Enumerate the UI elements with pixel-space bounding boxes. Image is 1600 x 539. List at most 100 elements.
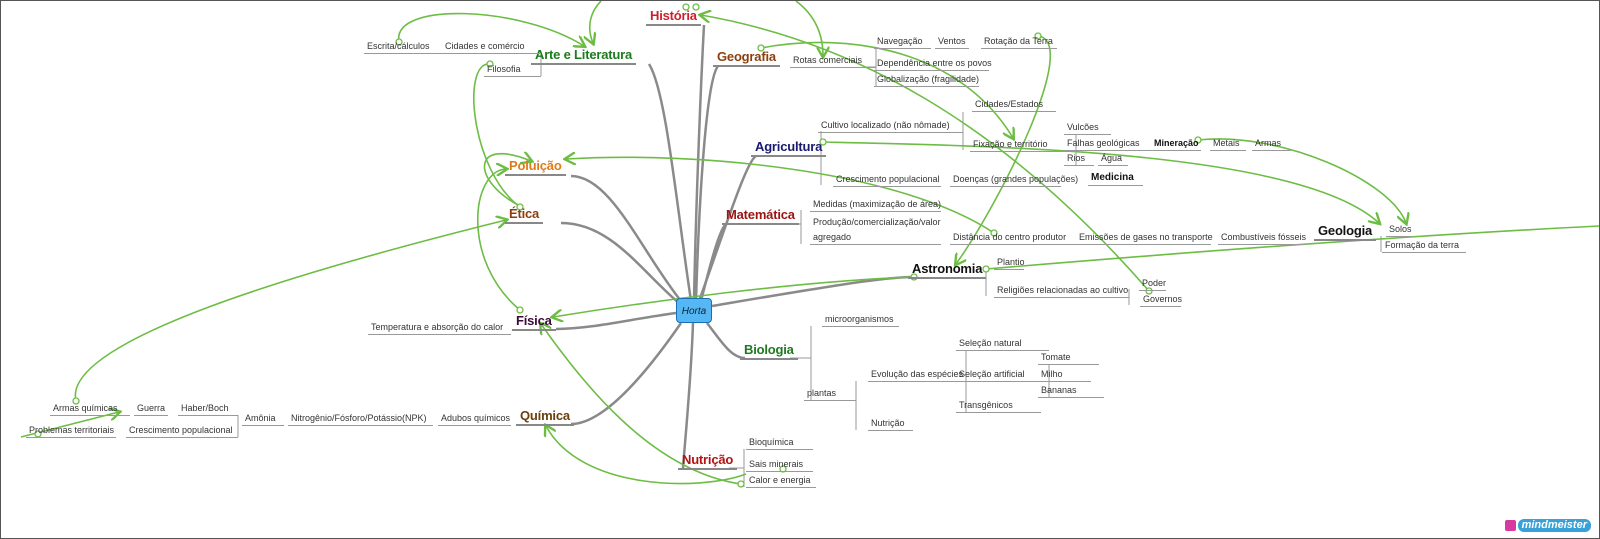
node[interactable]: plantas bbox=[804, 388, 856, 401]
node[interactable]: Cidades/Estados bbox=[972, 99, 1056, 112]
topic-agricultura[interactable]: Agricultura bbox=[751, 139, 827, 157]
node[interactable]: Dependência entre os povos bbox=[874, 58, 992, 71]
topic-arte-literatura[interactable]: Arte e Literatura bbox=[531, 47, 637, 65]
relation-arrow bbox=[822, 141, 1379, 223]
relation-arrow bbox=[590, 1, 602, 43]
relation-arrow bbox=[541, 324, 742, 485]
topic-etica[interactable]: Ética bbox=[505, 206, 544, 224]
node[interactable]: Rios bbox=[1064, 153, 1094, 166]
topic-astronomia[interactable]: Astronomia bbox=[908, 261, 987, 279]
node[interactable]: Cultivo localizado (não nômade) bbox=[818, 120, 963, 133]
node[interactable]: Doenças (grandes populações) bbox=[950, 174, 1078, 187]
node[interactable]: Nitrogênio/Fósforo/Potássio(NPK) bbox=[288, 413, 433, 426]
node[interactable]: Vulcões bbox=[1064, 122, 1111, 135]
relation-arrow bbox=[701, 15, 1150, 292]
node[interactable]: Temperatura e absorção do calor bbox=[368, 322, 511, 335]
node[interactable]: Navegação bbox=[874, 36, 931, 49]
relation-arrow bbox=[760, 41, 1013, 138]
node[interactable]: Calor e energia bbox=[746, 475, 816, 488]
node[interactable]: Amônia bbox=[242, 413, 284, 426]
logo-text: mindmeister bbox=[1517, 519, 1591, 532]
node[interactable]: Milho bbox=[1038, 369, 1091, 382]
central-node[interactable]: Horta bbox=[676, 298, 712, 323]
node[interactable]: Transgênicos bbox=[956, 400, 1041, 413]
node[interactable]: Haber/Boch bbox=[178, 403, 238, 416]
relation-arrow bbox=[956, 35, 1051, 264]
node[interactable]: Cidades e comércio bbox=[442, 41, 541, 54]
node[interactable]: Tomate bbox=[1038, 352, 1099, 365]
node[interactable]: Escrita/cálculos bbox=[364, 41, 446, 54]
node[interactable]: Bioquímica bbox=[746, 437, 813, 450]
branch-fisica bbox=[555, 311, 677, 331]
node[interactable]: Adubos químicos bbox=[438, 413, 511, 426]
relation-arrow bbox=[546, 426, 747, 485]
topic-biologia[interactable]: Biologia bbox=[740, 342, 798, 360]
node[interactable]: Filosofia bbox=[484, 64, 541, 77]
branch-quimica bbox=[570, 322, 683, 426]
node[interactable]: Sais minerais bbox=[746, 459, 813, 472]
topic-quimica[interactable]: Química bbox=[516, 408, 574, 426]
branch-arte bbox=[647, 63, 693, 302]
branch-biologia bbox=[706, 322, 746, 360]
branch-nutricao bbox=[681, 322, 695, 469]
node[interactable]: Produção/comercialização/valor bbox=[813, 217, 941, 227]
node[interactable]: Globalização (fragilidade) bbox=[874, 74, 979, 87]
node[interactable]: Solos bbox=[1386, 224, 1412, 237]
node[interactable]: Plantio bbox=[994, 257, 1025, 270]
node[interactable]: Medidas (maximização de área) bbox=[810, 199, 941, 212]
node[interactable]: agregado bbox=[810, 232, 941, 245]
relation-arrow bbox=[483, 154, 531, 207]
node[interactable]: Medicina bbox=[1088, 171, 1143, 186]
relation-arrow bbox=[398, 12, 584, 46]
node[interactable]: Problemas territoriais bbox=[26, 425, 116, 438]
node[interactable]: Água bbox=[1098, 153, 1128, 166]
node[interactable]: Bananas bbox=[1038, 385, 1104, 398]
node[interactable]: microorganismos bbox=[822, 314, 899, 327]
relation-arrow bbox=[795, 1, 823, 56]
relation-arrow bbox=[566, 157, 995, 234]
topic-nutricao[interactable]: Nutrição bbox=[678, 452, 738, 470]
topic-geografia[interactable]: Geografia bbox=[713, 49, 780, 67]
node[interactable]: Seleção natural bbox=[956, 338, 1049, 351]
node[interactable]: Seleção artificial bbox=[956, 369, 1049, 382]
node[interactable]: Nutrição bbox=[868, 418, 913, 431]
node[interactable]: Fixação e território bbox=[970, 139, 1076, 152]
relation-arrow bbox=[74, 220, 506, 402]
node[interactable]: Formação da terra bbox=[1382, 240, 1466, 253]
topic-fisica[interactable]: Física bbox=[512, 313, 556, 331]
node[interactable]: Ventos bbox=[935, 36, 969, 49]
topic-matematica[interactable]: Matemática bbox=[722, 207, 799, 225]
node[interactable]: Guerra bbox=[134, 403, 168, 416]
node[interactable]: Crescimento populacional bbox=[833, 174, 941, 187]
node[interactable]: Armas químicas bbox=[50, 403, 130, 416]
branch-geografia bbox=[694, 65, 720, 302]
node[interactable]: Combustíveis fósseis bbox=[1218, 232, 1306, 245]
node[interactable]: Rotas comerciais bbox=[790, 55, 876, 68]
node[interactable]: Evolução das espécies bbox=[868, 369, 966, 382]
node[interactable]: Distância do centro produtor bbox=[950, 232, 1076, 245]
relation-arrow bbox=[477, 169, 521, 311]
node[interactable]: Poder bbox=[1139, 278, 1166, 291]
relation-arrow bbox=[473, 63, 521, 208]
node[interactable]: Mineração bbox=[1151, 138, 1201, 151]
node[interactable]: Crescimento populacional bbox=[126, 425, 238, 438]
branch-etica bbox=[560, 221, 680, 304]
topic-historia[interactable]: História bbox=[646, 8, 701, 26]
node[interactable]: Emissões de gases no transporte bbox=[1076, 232, 1213, 245]
node[interactable]: Governos bbox=[1140, 294, 1182, 307]
node[interactable]: Falhas geológicas bbox=[1064, 138, 1151, 151]
topic-poluicao[interactable]: Poluição bbox=[505, 158, 566, 176]
relation-arrow bbox=[553, 276, 915, 317]
mindmeister-logo[interactable]: mindmeister bbox=[1504, 519, 1591, 532]
branch-lines bbox=[555, 24, 914, 469]
node[interactable]: Armas bbox=[1252, 138, 1291, 151]
relation-arrows bbox=[20, 1, 1599, 485]
logo-icon bbox=[1504, 520, 1516, 531]
node[interactable]: Religiões relacionadas ao cultivo bbox=[994, 285, 1129, 298]
node[interactable]: Metais bbox=[1210, 138, 1246, 151]
node[interactable]: Rotação da Terra bbox=[981, 36, 1057, 49]
branch-historia bbox=[692, 24, 706, 302]
topic-geologia[interactable]: Geologia bbox=[1314, 223, 1377, 241]
